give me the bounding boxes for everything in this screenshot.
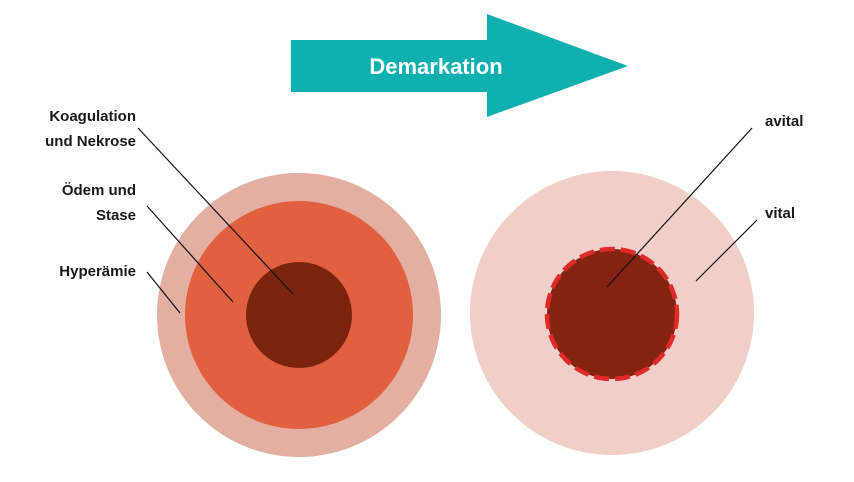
coagulation-label-line1: Koagulation	[49, 108, 136, 125]
demarcation-arrow: Demarkation	[291, 14, 628, 117]
edema-label-line2: Stase	[96, 207, 136, 224]
arrow-label: Demarkation	[369, 54, 502, 79]
avital-label: avital	[765, 113, 803, 130]
coagulation-label-line2: und Nekrose	[45, 133, 136, 150]
coagulation-necrosis-zone	[246, 262, 352, 368]
avital-leader-line	[606, 127, 753, 288]
edema-leader-line	[146, 205, 234, 303]
edema-label-line1: Ödem und	[62, 182, 136, 199]
hyperemia-label: Hyperämie	[59, 263, 136, 280]
left-zone-diagram: Koagulation und Nekrose Ödem und Stase H…	[45, 108, 441, 457]
vital-leader-line	[695, 219, 758, 282]
coagulation-leader-line	[137, 127, 294, 295]
avital-zone	[547, 249, 677, 379]
right-zone-diagram: avital vital	[470, 113, 803, 455]
arrow-shape	[291, 14, 628, 117]
vital-label: vital	[765, 205, 795, 222]
demarcation-border	[544, 246, 680, 382]
hyperemia-leader-line	[146, 271, 181, 314]
